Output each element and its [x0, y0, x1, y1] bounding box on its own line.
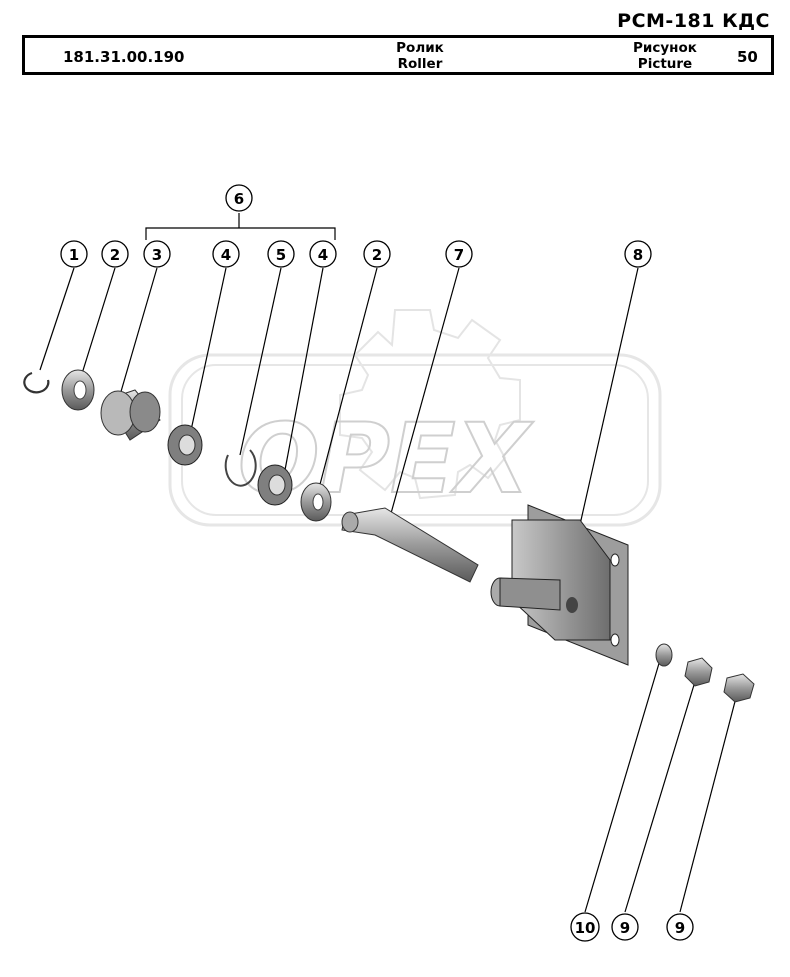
part-4-bearing: [167, 424, 203, 466]
svg-text:6: 6: [234, 190, 244, 208]
watermark: OPEX: [168, 309, 662, 527]
part-2-washer: [61, 369, 95, 411]
part-1-circlip: [23, 371, 50, 394]
callout-4: 4: [212, 240, 240, 268]
svg-text:8: 8: [633, 246, 643, 264]
svg-text:4: 4: [221, 246, 231, 264]
part-5-circlip: [224, 449, 257, 487]
callout-1: 1: [60, 240, 88, 268]
picture-label: Рисунок Picture: [610, 40, 720, 72]
callout-10: 10: [570, 912, 600, 942]
part-3-sleeve: [100, 389, 161, 441]
part-name-ru: Ролик: [396, 40, 444, 56]
callout-3: 3: [143, 240, 171, 268]
callout-2-second: 2: [363, 240, 391, 268]
svg-text:4: 4: [318, 246, 328, 264]
callout-9: 9: [611, 913, 639, 941]
part-9-nut: [684, 657, 713, 687]
part-name: Ролик Roller: [355, 40, 485, 72]
part-code: 181.31.00.190: [63, 48, 185, 66]
picture-label-ru: Рисунок: [633, 40, 697, 56]
part-10-washer: [655, 643, 673, 667]
callout-2: 2: [101, 240, 129, 268]
svg-text:2: 2: [372, 246, 382, 264]
svg-text:1: 1: [69, 246, 79, 264]
part-2-washer-second: [300, 482, 332, 522]
group-bracket: [145, 213, 336, 240]
callout-9-second: 9: [666, 913, 694, 941]
part-4-bearing-second: [257, 464, 293, 506]
part-7-axle: [341, 507, 479, 583]
svg-text:5: 5: [276, 246, 286, 264]
picture-number: 50: [737, 48, 758, 66]
part-9-nut-second: [723, 673, 755, 703]
svg-text:3: 3: [152, 246, 162, 264]
part-8-bracket: [490, 504, 629, 666]
title-block: 181.31.00.190 Ролик Roller Рисунок Pictu…: [22, 35, 774, 75]
svg-text:9: 9: [620, 919, 630, 937]
callout-4-second: 4: [309, 240, 337, 268]
svg-text:2: 2: [110, 246, 120, 264]
model-title: РСМ-181 КДС: [617, 10, 770, 32]
part-name-en: Roller: [397, 56, 443, 72]
callout-5: 5: [267, 240, 295, 268]
callout-6: 6: [225, 184, 253, 212]
svg-text:9: 9: [675, 919, 685, 937]
callout-7: 7: [445, 240, 473, 268]
leader-lines: [39, 267, 739, 913]
svg-text:7: 7: [454, 246, 464, 264]
callout-8: 8: [624, 240, 652, 268]
svg-text:10: 10: [575, 919, 596, 937]
picture-label-en: Picture: [637, 56, 693, 72]
